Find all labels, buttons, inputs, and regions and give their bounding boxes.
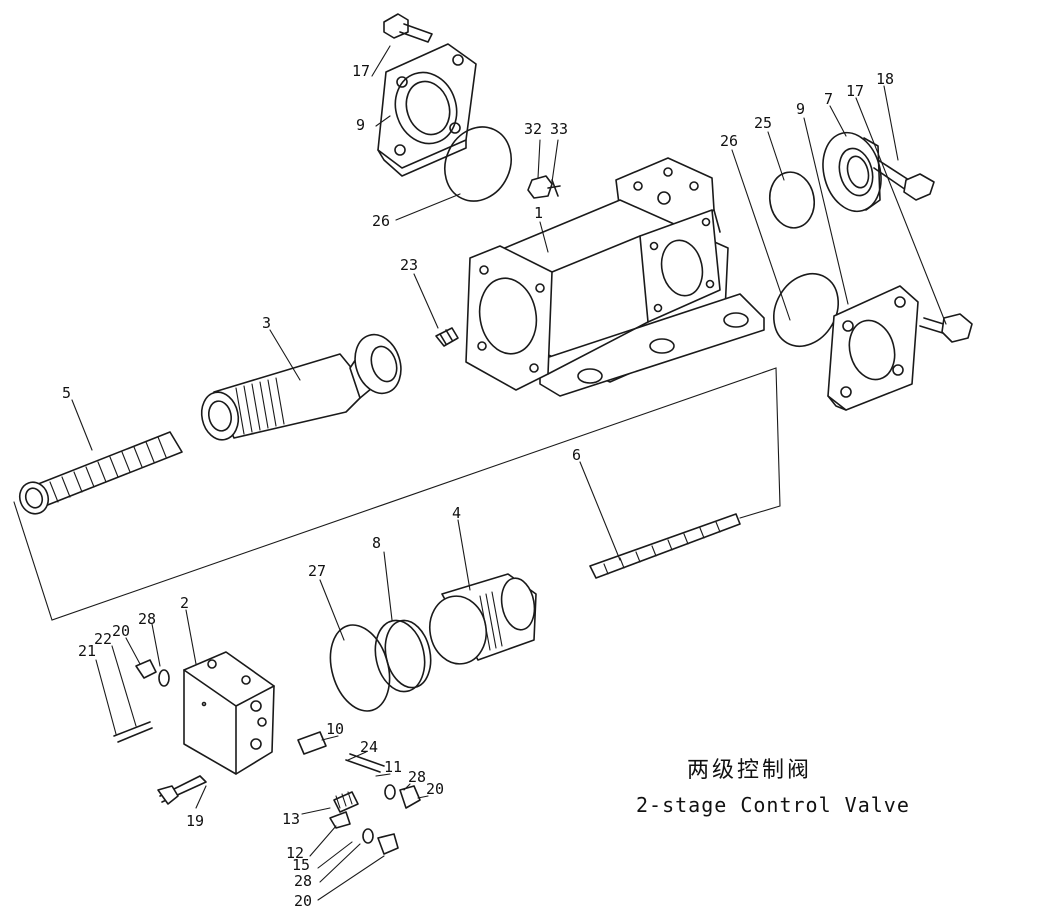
label-33: 33: [550, 120, 568, 138]
label-22: 22: [94, 630, 112, 648]
label-24: 24: [360, 738, 378, 756]
label-1: 1: [534, 204, 543, 222]
label-6: 6: [572, 446, 581, 464]
label-21: 21: [78, 642, 96, 660]
label-8: 8: [372, 534, 381, 552]
part-4-piston: [429, 573, 537, 665]
part-18-bolt: [873, 159, 935, 201]
small-parts-left: [113, 659, 207, 805]
label-32: 32: [524, 120, 542, 138]
part-1-main-body: [465, 157, 765, 397]
label-20: 20: [426, 780, 444, 798]
label-17: 17: [352, 62, 370, 80]
label-17: 17: [846, 82, 864, 100]
part-27-o-ring: [329, 624, 391, 712]
label-28: 28: [408, 768, 426, 786]
label-15: 15: [292, 856, 310, 874]
assembly-guide-line: [13, 367, 781, 621]
part-23-insert: [435, 327, 459, 347]
label-10: 10: [326, 720, 344, 738]
caption-english: 2-stage Control Valve: [636, 793, 910, 817]
part-25-o-ring: [768, 171, 816, 229]
part-2-block: [183, 651, 275, 775]
label-3: 3: [262, 314, 271, 332]
part-26-o-ring-right: [773, 273, 839, 347]
part-7-flange: [822, 131, 882, 213]
label-28: 28: [294, 872, 312, 890]
label-11: 11: [384, 758, 402, 776]
part-9-flange-top: [377, 43, 477, 177]
label-13: 13: [282, 810, 300, 828]
part-17-bolt-top: [383, 13, 433, 43]
part-3-sleeve: [200, 333, 402, 441]
label-4: 4: [452, 504, 461, 522]
label-20: 20: [112, 622, 130, 640]
label-26: 26: [372, 212, 390, 230]
label-9: 9: [356, 116, 365, 134]
label-2: 2: [180, 594, 189, 612]
label-20: 20: [294, 892, 312, 910]
label-25: 25: [754, 114, 772, 132]
label-9: 9: [796, 100, 805, 118]
part-8-ring: [374, 619, 432, 693]
label-27: 27: [308, 562, 326, 580]
leader-lines: [71, 45, 947, 901]
label-18: 18: [876, 70, 894, 88]
part-17-bolt-right: [919, 313, 973, 343]
label-19: 19: [186, 812, 204, 830]
label-12: 12: [286, 844, 304, 862]
part-9-flange-right: [827, 285, 919, 411]
label-26: 26: [720, 132, 738, 150]
part-labels: 17 9 26 32 33 1 26 25 9 7 17 18 23 3 5 6…: [62, 62, 894, 910]
label-28: 28: [138, 610, 156, 628]
caption-chinese: 两级控制阀: [687, 758, 813, 783]
label-7: 7: [824, 90, 833, 108]
label-5: 5: [62, 384, 71, 402]
small-parts-right: [297, 731, 421, 855]
part-6-spring: [589, 513, 741, 579]
part-26-o-ring-top: [444, 126, 512, 202]
part-5-spring: [18, 431, 183, 515]
part-32-33-fitting: [527, 175, 561, 199]
label-23: 23: [400, 256, 418, 274]
